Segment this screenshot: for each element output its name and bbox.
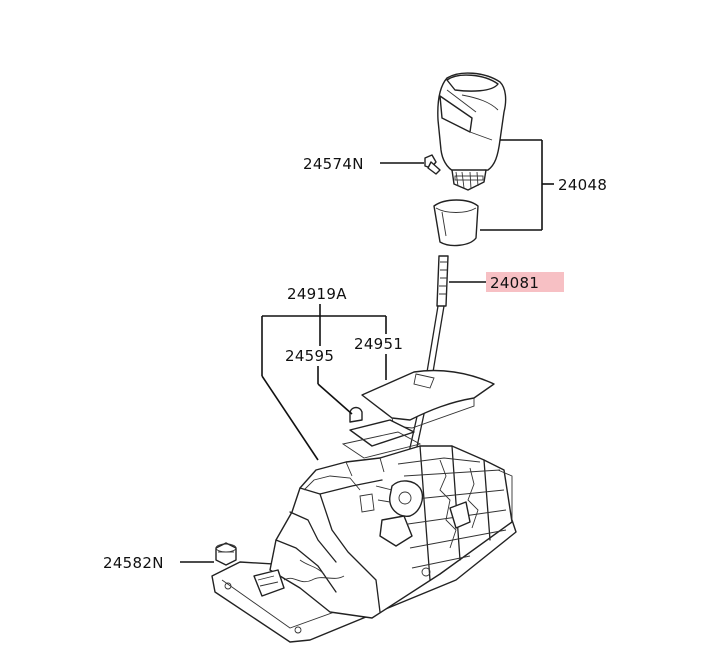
label-24574N[interactable]: 24574N	[303, 155, 364, 173]
label-24919A[interactable]: 24919A	[287, 285, 347, 303]
label-24048[interactable]: 24048	[558, 176, 607, 194]
indicator-plate	[361, 369, 495, 429]
knob-cover	[433, 199, 479, 247]
slide-plate	[341, 406, 422, 459]
label-24081[interactable]: 24081	[490, 274, 539, 292]
leader-lines	[180, 139, 554, 563]
nut-part	[215, 542, 237, 566]
highlight-24081	[486, 272, 564, 292]
label-24582N[interactable]: 24582N	[103, 554, 164, 572]
screw-part	[424, 154, 441, 175]
label-24951[interactable]: 24951	[354, 335, 403, 353]
shift-lever-housing	[211, 445, 517, 643]
shift-knob	[437, 72, 507, 191]
shift-rod	[404, 255, 449, 471]
label-24595[interactable]: 24595	[285, 347, 334, 365]
part-labels: 24574N 24048 24081 24919A 24595 24951 24…	[103, 155, 607, 572]
